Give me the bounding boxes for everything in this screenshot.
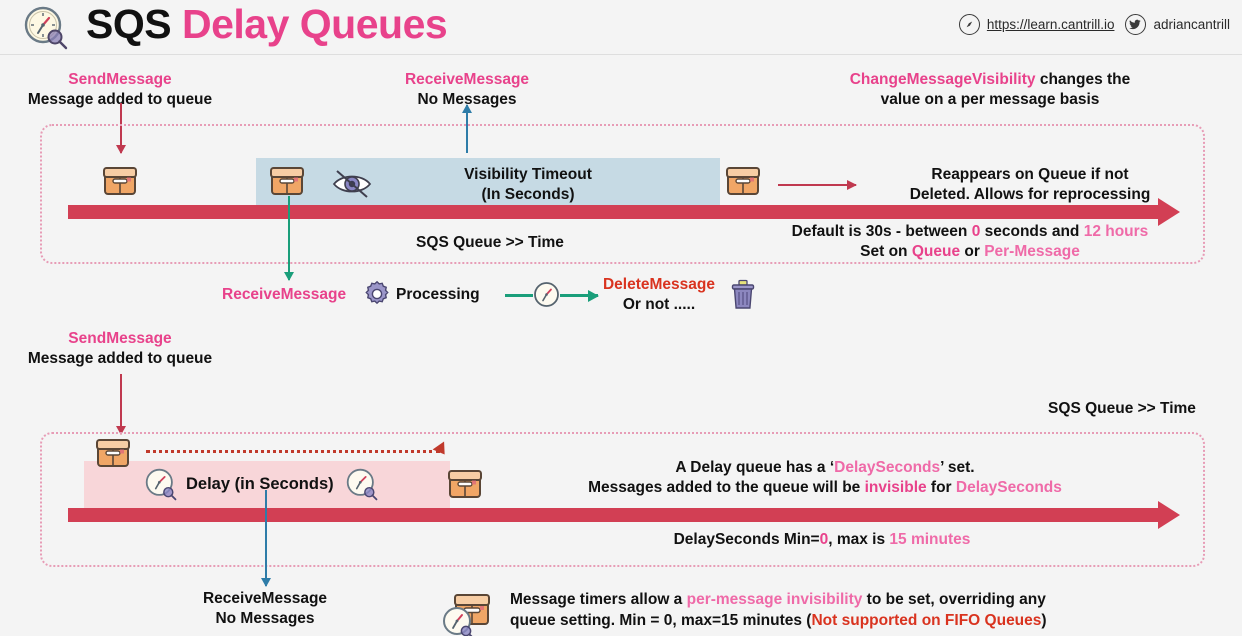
delay-band-title: Delay (in Seconds) xyxy=(186,475,334,493)
trash-icon xyxy=(730,279,756,310)
timers-l2-a: queue setting. Min = 0, max=15 minutes ( xyxy=(510,611,812,629)
defaults-l1-b: seconds and xyxy=(980,223,1084,240)
delay-send-message-caption: Message added to queue xyxy=(27,349,213,367)
delete-message-api: DeleteMessage xyxy=(602,276,715,293)
delay-desc-key2: DelaySeconds xyxy=(955,478,1062,496)
clock-magnifier-icon xyxy=(22,4,70,52)
page-title-primary: SQS xyxy=(86,1,182,47)
delay-receive-bottom-line1: ReceiveMessage xyxy=(202,590,328,607)
visibility-receive-message-top-api: ReceiveMessage xyxy=(404,71,530,88)
compass-icon xyxy=(958,14,980,35)
visibility-timeout-band: Visibility Timeout (In Seconds) xyxy=(256,158,720,209)
defaults-queue: Queue xyxy=(911,242,961,260)
defaults-zero: 0 xyxy=(971,223,981,240)
change-message-visibility-rest: changes the xyxy=(1035,71,1131,88)
header-links: https://learn.cantrill.io adriancantrill xyxy=(958,14,1230,35)
send-message-arrow xyxy=(116,103,126,154)
visibility-timeout-title-line1: Visibility Timeout xyxy=(464,166,592,183)
visibility-timeout-title-line2: (In Seconds) xyxy=(481,186,575,204)
reappears-arrow xyxy=(778,180,857,190)
page-title: SQS Delay Queues xyxy=(86,1,448,48)
clock-magnifier-icon xyxy=(345,467,381,503)
visibility-send-message-api: SendMessage xyxy=(68,71,172,88)
delete-message-or-not: Or not ..... xyxy=(622,295,696,313)
visibility-send-message-caption: Message added to queue xyxy=(27,90,213,108)
reappears-line1: Reappears on Queue if not xyxy=(931,166,1129,183)
timers-l1-b: to be set, overriding any xyxy=(862,591,1046,608)
reappears-label: Reappears on Queue if not Deleted. Allow… xyxy=(858,165,1202,205)
delay-desc-key: DelaySeconds xyxy=(834,459,941,476)
delay-band xyxy=(84,461,450,509)
defaults-per-message: Per-Message xyxy=(984,242,1080,260)
defaults-max: 12 hours xyxy=(1083,223,1149,240)
defaults-l2-a: Set on xyxy=(860,242,912,260)
processing-receive-arrow xyxy=(284,196,294,281)
change-message-visibility-label: ChangeMessageVisibility changes the valu… xyxy=(790,70,1190,110)
timers-warn: Not supported on FIFO Queues xyxy=(811,611,1042,629)
visibility-defaults-label: Default is 30s - between 0 seconds and 1… xyxy=(740,222,1200,262)
visibility-send-message-label: SendMessage Message added to queue xyxy=(18,70,222,110)
timers-l2-b: ) xyxy=(1041,611,1047,629)
processing-to-delete-arrow xyxy=(560,289,599,302)
delay-timeline-arrow xyxy=(68,501,1180,529)
delay-desc-l1-a: A Delay queue has a ‘ xyxy=(675,459,835,476)
package-icon xyxy=(101,162,139,200)
delay-send-message-api: SendMessage xyxy=(68,330,172,347)
delay-desc-l2-a: Messages added to the queue will be xyxy=(588,478,865,496)
package-icon xyxy=(724,162,762,200)
twitter-handle-text[interactable]: adriancantrill xyxy=(1153,17,1230,32)
delete-message-label: DeleteMessage Or not ..... xyxy=(588,275,730,315)
delay-minmax-zero: 0 xyxy=(819,531,829,548)
delay-minmax-label: DelaySeconds Min=0, max is 15 minutes xyxy=(632,530,1012,550)
processing-to-delete-line-left xyxy=(505,294,533,297)
timers-key: per-message invisibility xyxy=(686,591,863,608)
change-message-visibility-line2: value on a per message basis xyxy=(880,90,1100,108)
message-timers-label: Message timers allow a per-message invis… xyxy=(510,590,1047,632)
delay-description: A Delay queue has a ‘DelaySeconds’ set. … xyxy=(560,458,1090,498)
delay-timeline-label: SQS Queue >> Time xyxy=(1048,400,1196,417)
eye-slash-icon xyxy=(330,168,374,200)
delay-desc-invisible: invisible xyxy=(864,478,927,496)
change-message-visibility-api: ChangeMessageVisibility xyxy=(849,71,1036,88)
twitter-icon xyxy=(1125,14,1147,35)
defaults-l1-a: Default is 30s - between xyxy=(791,223,972,240)
delay-receive-message-bottom-label: ReceiveMessage No Messages xyxy=(170,589,360,629)
delay-minmax-a: DelaySeconds Min= xyxy=(673,531,820,548)
processing-receive-message-label: ReceiveMessage xyxy=(222,285,346,305)
delay-send-message-label: SendMessage Message added to queue xyxy=(18,329,222,369)
reappears-line2: Deleted. Allows for reprocessing xyxy=(909,185,1151,203)
visibility-queue-panel xyxy=(40,124,1205,264)
visibility-receive-message-top-caption: No Messages xyxy=(417,90,517,108)
package-icon xyxy=(446,465,484,503)
page-title-accent: Delay Queues xyxy=(181,1,448,47)
website-url[interactable]: https://learn.cantrill.io xyxy=(986,17,1115,32)
visibility-receive-message-top-label: ReceiveMessage No Messages xyxy=(372,70,562,110)
defaults-l2-b: or xyxy=(960,242,985,260)
header-bar: SQS Delay Queues https://learn.cantrill.… xyxy=(0,0,1242,55)
processing-label: Processing xyxy=(396,286,480,303)
visibility-timeline-arrow xyxy=(68,198,1180,226)
processing-receive-message-api: ReceiveMessage xyxy=(222,286,347,303)
delay-queue-panel xyxy=(40,432,1205,567)
delay-minmax-b: , max is xyxy=(828,531,890,548)
delay-desc-l2-b: for xyxy=(926,478,956,496)
package-icon xyxy=(94,434,132,472)
delay-receive-bottom-line2: No Messages xyxy=(215,609,315,627)
website-link[interactable]: https://learn.cantrill.io xyxy=(958,14,1115,35)
delay-dotted-connector xyxy=(146,450,440,453)
visibility-timeline-label: SQS Queue >> Time xyxy=(416,234,564,251)
receive-message-top-arrow xyxy=(462,104,472,153)
timers-l1-a: Message timers allow a xyxy=(510,591,687,608)
delay-send-message-arrow xyxy=(116,374,126,435)
twitter-handle-link[interactable]: adriancantrill xyxy=(1125,14,1230,35)
delay-desc-l1-b: ’ set. xyxy=(940,459,975,476)
delay-receive-message-arrow xyxy=(261,490,271,587)
gear-icon xyxy=(363,280,391,308)
package-clock-icon xyxy=(440,588,502,636)
clock-magnifier-icon xyxy=(144,467,180,503)
clock-icon xyxy=(533,281,560,308)
delay-minmax-max: 15 minutes xyxy=(889,531,971,548)
package-icon xyxy=(268,162,306,200)
